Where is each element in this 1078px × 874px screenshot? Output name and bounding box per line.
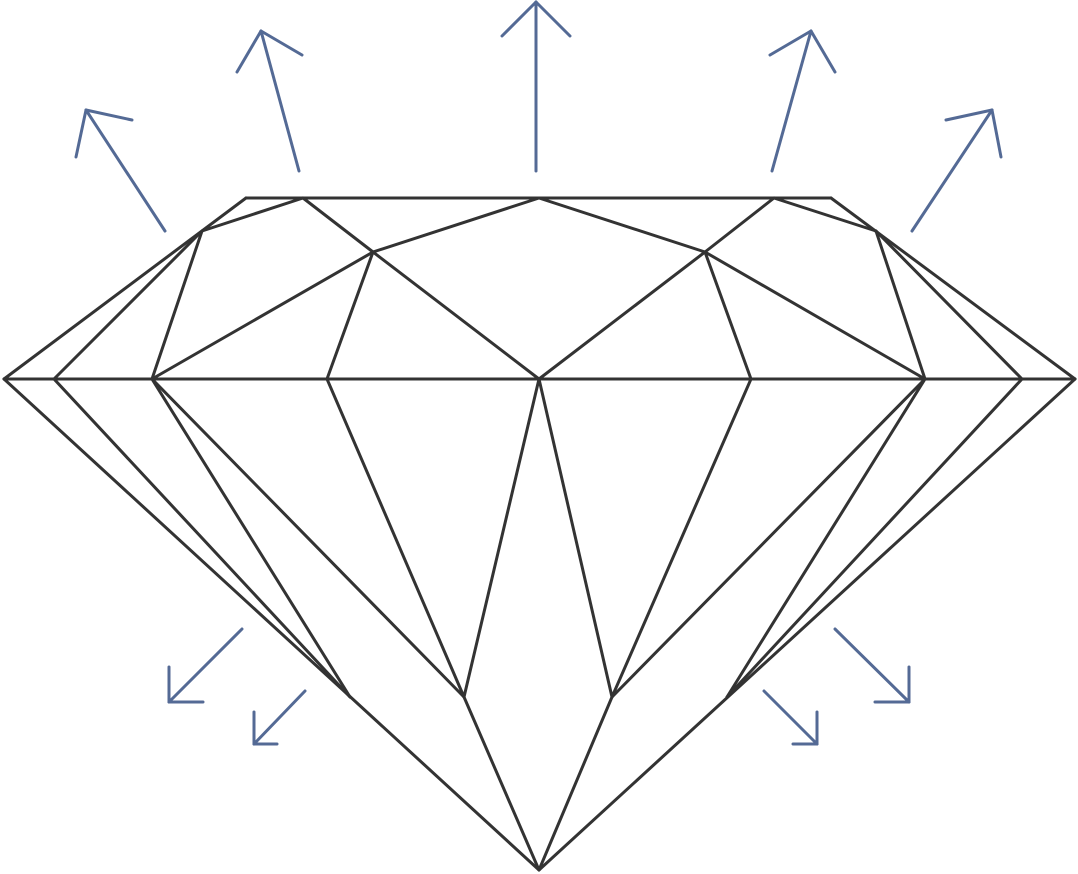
- facet-edge: [610, 377, 927, 699]
- facet-edge: [2, 377, 541, 872]
- arrow-up-icon: [500, 0, 572, 173]
- arrow-shaft: [770, 29, 813, 173]
- arrow-head: [990, 108, 1003, 159]
- facet-edge: [52, 377, 352, 699]
- facet-edge: [325, 250, 375, 381]
- diamond-outline: [2, 196, 1077, 872]
- facet-edge: [725, 377, 1024, 699]
- arrow-down-icon: [167, 627, 244, 704]
- facet-edge: [537, 377, 614, 699]
- arrow-head: [768, 29, 813, 57]
- arrow-head: [534, 0, 572, 38]
- facet-edge: [150, 377, 352, 699]
- arrow-shaft: [252, 689, 307, 746]
- arrow-shaft: [84, 108, 167, 233]
- facet-edge: [462, 695, 541, 872]
- arrow-shaft: [833, 627, 911, 704]
- arrow-up-icon: [768, 29, 837, 173]
- facet-edge: [537, 695, 614, 872]
- facet-edge: [150, 250, 375, 381]
- arrow-head: [259, 29, 304, 57]
- arrow-head: [84, 108, 134, 122]
- facet-edge: [610, 377, 753, 699]
- facet-edge: [829, 196, 1077, 381]
- facet-edge: [874, 229, 1024, 381]
- arrow-shaft: [167, 627, 244, 704]
- arrow-head: [235, 29, 263, 74]
- facet-edge: [325, 377, 466, 699]
- facet-edge: [371, 250, 541, 381]
- light-rays: [74, 0, 1003, 746]
- arrow-up-icon: [910, 108, 1003, 233]
- facet-edge: [301, 196, 375, 254]
- facet-edge: [371, 196, 541, 254]
- arrow-shaft: [762, 689, 819, 746]
- facet-edge: [52, 229, 204, 381]
- arrow-up-icon: [74, 108, 167, 233]
- facet-edge: [537, 250, 707, 381]
- facet-edge: [772, 196, 878, 233]
- facet-edge: [150, 377, 466, 699]
- facet-edge: [537, 196, 707, 254]
- arrow-down-icon: [252, 689, 307, 746]
- arrow-head: [74, 108, 88, 159]
- arrow-up-icon: [235, 29, 304, 173]
- facet-edge: [537, 377, 1077, 872]
- facet-edge: [703, 250, 753, 381]
- arrow-shaft: [259, 29, 301, 173]
- facet-edge: [200, 196, 305, 233]
- arrow-head: [944, 108, 994, 122]
- arrow-head: [809, 29, 837, 74]
- facet-edge: [703, 196, 776, 254]
- facet-edge: [874, 229, 927, 381]
- arrow-head: [500, 0, 538, 38]
- facet-edge: [703, 250, 927, 381]
- facet-edge: [725, 377, 927, 699]
- facet-edge: [150, 229, 204, 381]
- arrow-shaft: [910, 108, 994, 233]
- arrow-down-icon: [762, 689, 819, 746]
- arrow-down-icon: [833, 627, 911, 704]
- facet-edge: [2, 196, 248, 381]
- facet-edge: [462, 377, 541, 699]
